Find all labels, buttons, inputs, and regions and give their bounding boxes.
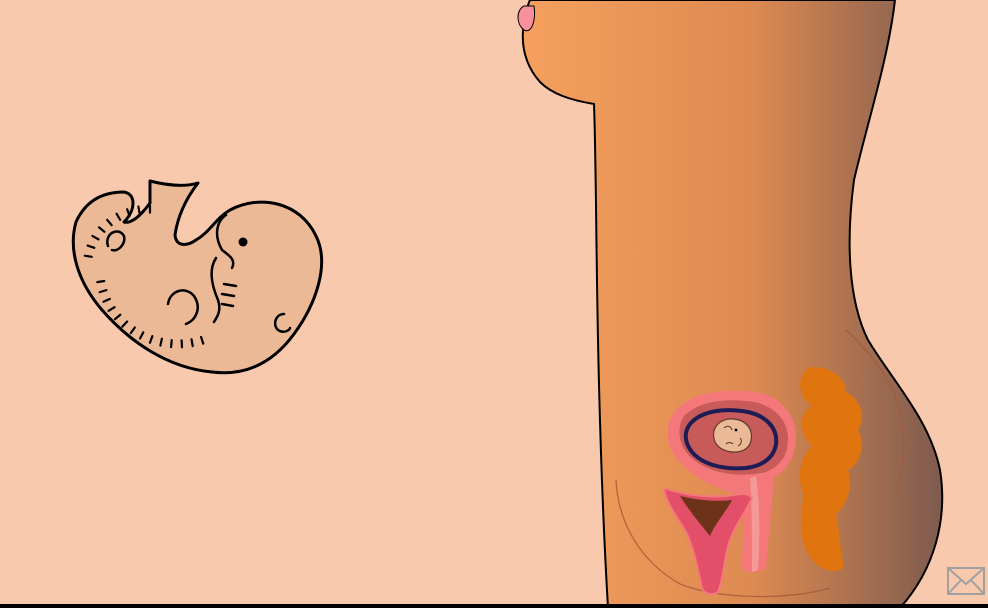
embryo-eye [239, 238, 248, 247]
small-fetus [714, 419, 752, 452]
somite-tick [160, 339, 162, 346]
somite-tick [171, 340, 172, 347]
envelope-icon [947, 566, 985, 598]
small-fetus-body [714, 419, 752, 452]
somite-tick [85, 256, 92, 257]
nipple [518, 6, 535, 31]
somite-tick [97, 281, 104, 282]
envelope-fold [948, 568, 984, 594]
bottom-bar [0, 604, 988, 608]
mail-button[interactable] [947, 566, 985, 598]
small-fetus-eye [735, 429, 738, 432]
somite-tick [191, 339, 192, 346]
somite-tick [138, 207, 139, 214]
